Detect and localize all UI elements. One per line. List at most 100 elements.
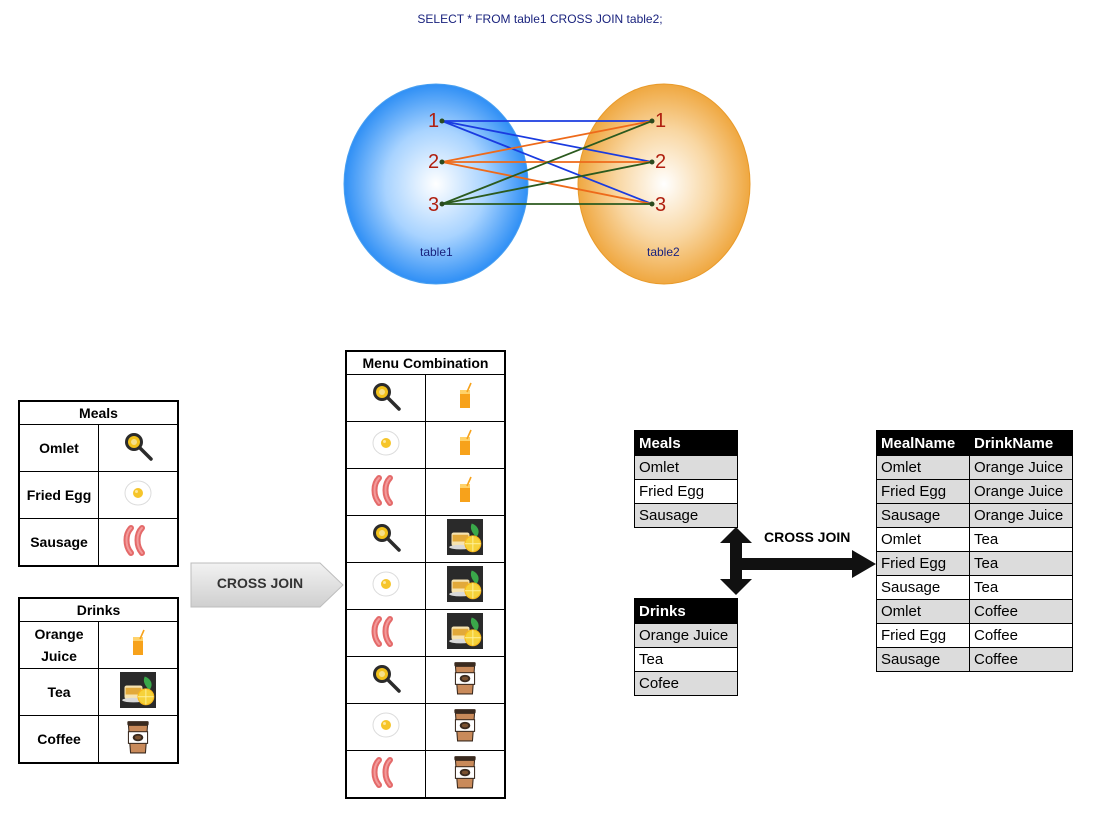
drink-name-cell: Orange Juice (969, 455, 1073, 480)
frying-pan-icon (370, 520, 402, 554)
venn-diagram: 1 2 3 1 2 3 table1 table2 (343, 83, 751, 285)
meal-name-cell: Omlet (876, 527, 970, 552)
orange-juice-icon (449, 380, 481, 412)
cross-join-right-label: CROSS JOIN (764, 529, 851, 545)
menu-combination-table: Menu Combination (345, 350, 506, 799)
tea-icon (120, 672, 156, 708)
drinks-data-table: Drinks Orange Juice Tea Cofee (634, 598, 738, 696)
table-row (345, 468, 506, 516)
join-point (439, 159, 445, 165)
drink-name-cell: Coffee (969, 599, 1073, 624)
join-point (649, 118, 655, 124)
table-row (345, 750, 506, 799)
join-point (649, 159, 655, 165)
table1-circle (343, 83, 529, 285)
right-number-1: 1 (655, 110, 666, 132)
meal-name-cell: Fried Egg (876, 623, 970, 648)
drink-name-cell: Orange Juice (969, 479, 1073, 504)
drink-name-cell: Coffee (969, 623, 1073, 648)
table-row: Sausage (634, 503, 738, 528)
table-row (345, 421, 506, 469)
meal-name-cell: Sausage (876, 575, 970, 600)
fried-egg-icon (122, 476, 154, 510)
meal-name-cell: Sausage (876, 647, 970, 672)
right-number-2: 2 (655, 151, 666, 173)
drink-name-cell: Tea (969, 575, 1073, 600)
frying-pan-icon (370, 661, 402, 695)
meal-name-cell: Omlet (876, 455, 970, 480)
frying-pan-icon (370, 379, 402, 413)
meals-icon-table: Meals Omlet Fried Egg Sausage (18, 400, 179, 567)
table2-label: table2 (647, 245, 680, 259)
column-header-mealname: MealName (876, 430, 970, 456)
sausage-icon (122, 522, 154, 558)
table-row (345, 562, 506, 610)
right-number-3: 3 (655, 194, 666, 216)
fried-egg-icon (370, 567, 402, 601)
meal-name-cell: Sausage (876, 503, 970, 528)
meal-name-cell: Omlet (876, 599, 970, 624)
meal-name-cell: Fried Egg (876, 551, 970, 576)
sausage-icon (370, 753, 402, 791)
tea-icon (447, 519, 483, 555)
column-header-drinkname: DrinkName (969, 430, 1073, 456)
meal-label-sausage: Sausage (18, 518, 99, 567)
join-point (649, 201, 655, 207)
meal-name-cell: Fried Egg (876, 479, 970, 504)
tea-icon (447, 566, 483, 602)
drinks-header: Drinks (634, 598, 738, 624)
drink-name-cell: Tea (969, 551, 1073, 576)
drinks-icon-table: Drinks Orange Juice Tea Coffee (18, 597, 179, 764)
orange-juice-icon (122, 627, 154, 659)
coffee-icon (448, 705, 482, 745)
join-point (439, 201, 445, 207)
table-row: Fried Egg (634, 479, 738, 504)
menu-combination-title: Menu Combination (345, 350, 506, 375)
meals-header: Meals (634, 430, 738, 456)
drink-name-cell: Coffee (969, 647, 1073, 672)
table-row (345, 374, 506, 422)
table-row: Cofee (634, 671, 738, 696)
join-line (441, 120, 653, 205)
join-point (439, 118, 445, 124)
left-number-3: 3 (428, 194, 439, 216)
fried-egg-icon (370, 426, 402, 460)
tea-icon (447, 613, 483, 649)
meal-label-fried-egg: Fried Egg (18, 471, 99, 519)
drink-label-orange-juice: Orange Juice (18, 621, 99, 669)
sausage-icon (370, 471, 402, 509)
cross-join-arrow (190, 562, 344, 608)
frying-pan-icon (122, 429, 154, 463)
cross-join-label: CROSS JOIN (216, 575, 304, 591)
table-row (345, 609, 506, 657)
coffee-icon (121, 717, 155, 757)
meals-table-title: Meals (18, 400, 179, 425)
join-line (441, 120, 653, 163)
orange-juice-icon (449, 427, 481, 459)
drink-label-tea: Tea (18, 668, 99, 716)
drink-name-cell: Orange Juice (969, 503, 1073, 528)
sql-query: SELECT * FROM table1 CROSS JOIN table2; (417, 12, 663, 26)
table-row: Tea (634, 647, 738, 672)
join-line (441, 161, 653, 205)
table-row: Omlet (634, 455, 738, 480)
drink-name-cell: Tea (969, 527, 1073, 552)
fried-egg-icon (370, 708, 402, 742)
left-number-2: 2 (428, 151, 439, 173)
join-arrows (720, 527, 876, 595)
drinks-table-title: Drinks (18, 597, 179, 622)
left-number-1: 1 (428, 110, 439, 132)
sausage-icon (370, 612, 402, 650)
coffee-icon (448, 752, 482, 792)
coffee-icon (448, 658, 482, 698)
table-row: Orange Juice (634, 623, 738, 648)
table1-label: table1 (420, 245, 453, 259)
